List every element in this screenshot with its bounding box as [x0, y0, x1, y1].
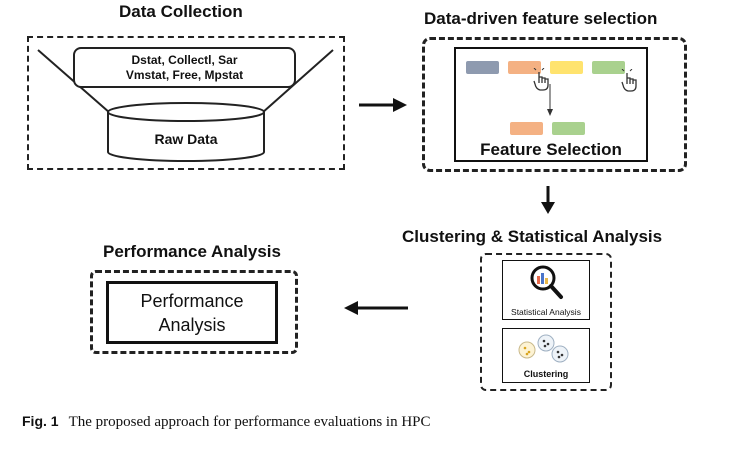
arrow-down-icon	[541, 186, 555, 214]
feature-chip-green	[592, 61, 625, 74]
data-sources-line1: Dstat, Collectl, Sar	[131, 52, 238, 67]
figure-caption: Fig. 1 The proposed approach for performa…	[22, 413, 431, 431]
data-collection-panel	[27, 36, 345, 170]
feature-chip-blue	[466, 61, 499, 74]
feature-selection-label: Feature Selection	[480, 140, 622, 159]
performance-title: Performance Analysis	[103, 242, 281, 261]
figure-caption-text: The proposed approach for performance ev…	[68, 414, 431, 430]
pointer-hand-icon	[533, 68, 549, 91]
clustering-panel	[480, 253, 612, 391]
clustering-label: Clustering	[523, 369, 569, 379]
arrow-left-icon	[344, 301, 408, 315]
feature-chip-orange	[508, 61, 541, 74]
data-sources-line2: Vmstat, Free, Mpstat	[125, 67, 244, 82]
figure-label: Fig. 1	[22, 413, 59, 429]
feature-selection-title: Data-driven feature selection	[424, 9, 658, 28]
selected-chip-orange	[510, 122, 543, 135]
feature-chip-yellow	[550, 61, 583, 74]
raw-data-label: Raw Data	[154, 131, 218, 147]
data-collection-title: Data Collection	[119, 2, 243, 21]
clusters-icon	[518, 334, 569, 363]
performance-box-line2: Analysis	[158, 314, 226, 335]
arrow-down-small-icon	[547, 84, 553, 116]
selected-chip-green	[552, 122, 585, 135]
pointer-hand-icon	[621, 69, 637, 92]
clustering-title: Clustering & Statistical Analysis	[402, 227, 663, 246]
performance-box-line1: Performance	[140, 290, 244, 311]
performance-panel	[90, 270, 298, 354]
magnifier-chart-icon	[530, 265, 563, 299]
data-sources-box: Dstat, Collectl, Sar Vmstat, Free, Mpsta…	[73, 47, 296, 88]
arrow-right-icon	[359, 98, 407, 112]
feature-selection-panel	[422, 37, 687, 172]
statistical-analysis-label: Statistical Analysis	[511, 307, 581, 317]
performance-box: Performance Analysis	[106, 281, 278, 344]
raw-data-cylinder	[107, 102, 265, 162]
clustering-box	[502, 328, 590, 383]
